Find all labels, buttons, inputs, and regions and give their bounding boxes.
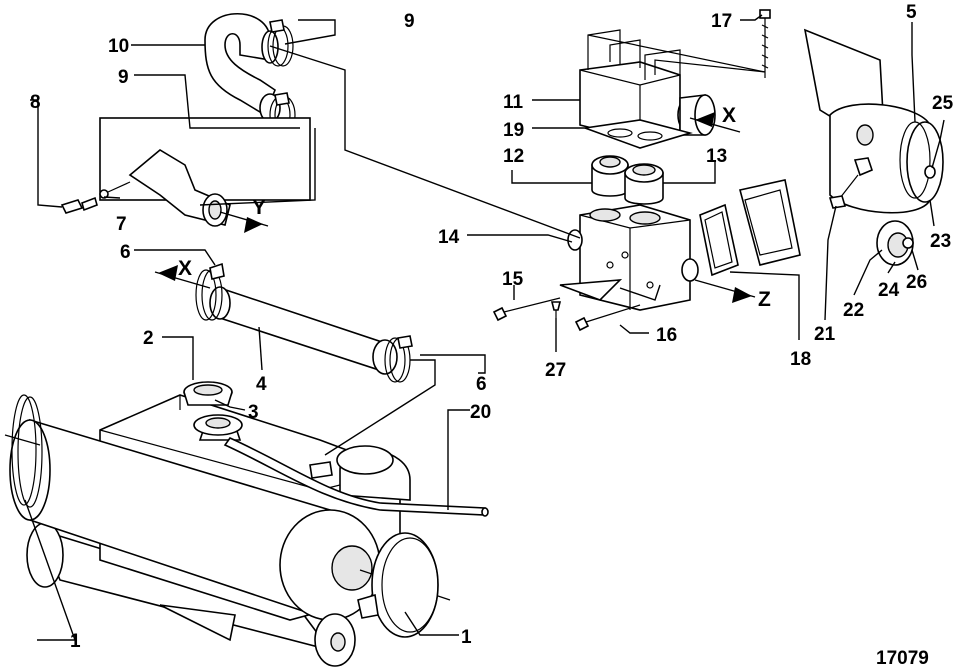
callout-19: 19 bbox=[503, 120, 524, 141]
elbow-fitting-y bbox=[60, 117, 311, 227]
callout-25: 25 bbox=[932, 93, 954, 114]
thermostat-12 bbox=[591, 155, 629, 197]
marker-letter-z: Z bbox=[758, 288, 771, 311]
bolt-15 bbox=[492, 297, 561, 322]
marker-arrow-y bbox=[219, 211, 269, 233]
thermostat-13 bbox=[624, 163, 664, 205]
callout-1-right: 1 bbox=[461, 627, 472, 648]
hose-4-assembly bbox=[195, 262, 413, 383]
callout-8: 8 bbox=[30, 92, 41, 113]
marker-letter-x-top: X bbox=[722, 104, 736, 127]
callout-11: 11 bbox=[503, 92, 524, 113]
elbow-hose-10 bbox=[204, 12, 296, 134]
callout-21: 21 bbox=[814, 324, 836, 345]
callout-20: 20 bbox=[470, 402, 491, 423]
manifold-end-5 bbox=[803, 28, 944, 214]
callout-4: 4 bbox=[256, 374, 267, 395]
marker-arrow-x-left bbox=[154, 265, 211, 289]
marker-arrow-x-top bbox=[689, 112, 741, 133]
pressure-cap bbox=[183, 381, 233, 406]
callout-18: 18 bbox=[790, 349, 811, 370]
fitting-21 bbox=[828, 157, 873, 209]
callout-1-left: 1 bbox=[70, 631, 81, 652]
callout-16: 16 bbox=[656, 325, 677, 346]
marker-arrow-z bbox=[694, 279, 756, 303]
callout-22: 22 bbox=[843, 300, 864, 321]
callout-26: 26 bbox=[906, 272, 927, 293]
callout-10: 10 bbox=[108, 36, 129, 57]
callout-23: 23 bbox=[930, 231, 951, 252]
callout-17: 17 bbox=[711, 11, 732, 32]
gasket-18 bbox=[699, 179, 801, 277]
gasket-19 bbox=[584, 119, 693, 149]
callout-2: 2 bbox=[143, 328, 154, 349]
callout-12: 12 bbox=[503, 146, 524, 167]
callout-9-lower: 9 bbox=[118, 67, 129, 88]
callout-13: 13 bbox=[706, 146, 727, 167]
bolt-16 bbox=[574, 304, 641, 332]
callout-3: 3 bbox=[248, 402, 259, 423]
screw-27 bbox=[550, 301, 562, 318]
leader-lines bbox=[24, 14, 945, 641]
callout-24: 24 bbox=[878, 280, 900, 301]
marker-letter-y: Y bbox=[252, 196, 266, 219]
callout-6-right: 6 bbox=[476, 374, 487, 395]
callout-14: 14 bbox=[438, 227, 460, 248]
callout-27: 27 bbox=[545, 360, 566, 381]
figure-id: 17079 bbox=[876, 648, 929, 669]
callout-5: 5 bbox=[906, 2, 917, 23]
thermostat-housing-14 bbox=[559, 204, 699, 311]
callout-6-left: 6 bbox=[120, 242, 131, 263]
callout-15: 15 bbox=[502, 269, 524, 290]
marker-letter-x-left: X bbox=[178, 257, 192, 280]
thermostat-cover-11 bbox=[579, 29, 766, 141]
plug-22 bbox=[876, 220, 914, 266]
heat-exchanger-assembly bbox=[4, 394, 451, 667]
callout-9-upper: 9 bbox=[404, 11, 415, 32]
callout-7: 7 bbox=[116, 214, 127, 235]
bolt-17 bbox=[759, 9, 771, 78]
